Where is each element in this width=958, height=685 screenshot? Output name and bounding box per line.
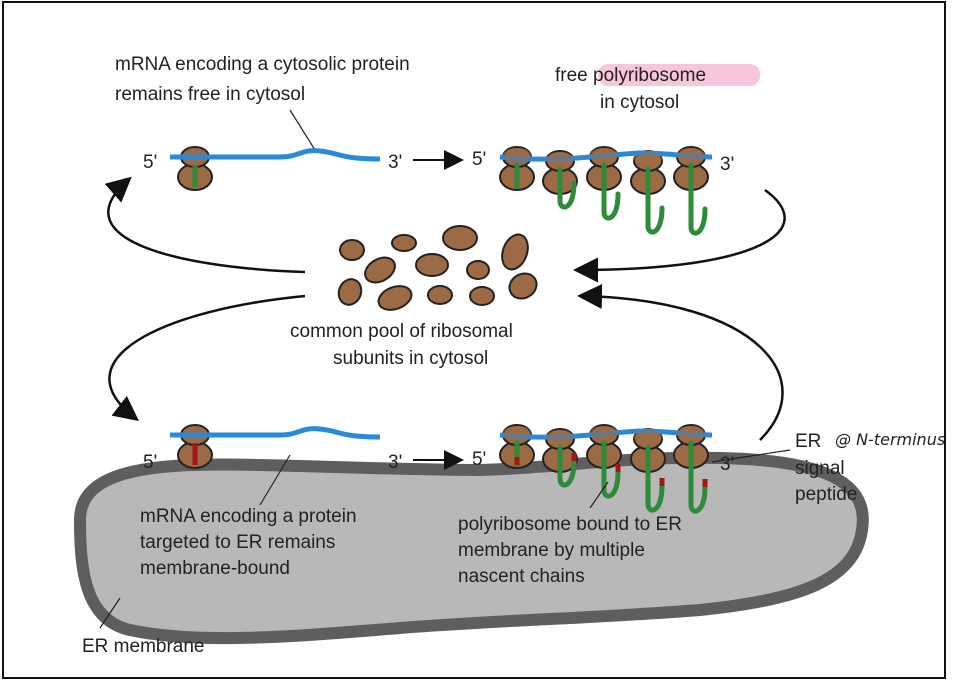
bound-polyribosome-label: polyribosome bound to ER (458, 514, 682, 535)
signal-peptide-label: ER (795, 431, 821, 452)
ribosomal-subunit (377, 285, 413, 311)
ribosome-small-subunit (590, 148, 618, 162)
ribosomal-subunit (508, 272, 538, 300)
bound-polyribosome-label-3: nascent chains (458, 566, 585, 587)
ribosomal-subunit (415, 253, 449, 277)
nascent-chain (688, 440, 708, 514)
ribosome-small-subunit (546, 430, 574, 444)
ribosome-small-subunit (677, 426, 705, 440)
nascent-chain (645, 444, 665, 513)
er-bound-ribosomes (170, 424, 713, 514)
five-prime-label: 5' (143, 452, 157, 473)
three-prime-label: 3' (720, 454, 734, 475)
er-mrna-label: mRNA encoding a protein (140, 506, 357, 527)
er-membrane-label: ER membrane (82, 636, 205, 657)
frame (2, 1, 946, 679)
signal-peptide-label-2: signal (795, 458, 845, 479)
ribosomal-subunit (442, 225, 478, 251)
ribosome-small-subunit (503, 148, 531, 162)
arrow (104, 176, 306, 274)
five-prime-label: 5' (143, 152, 157, 173)
ribosomal-subunit (339, 239, 365, 261)
ribosomal-subunit (501, 233, 529, 271)
nascent-chain (645, 166, 665, 235)
arrow (577, 283, 784, 441)
top-mrna-label: mRNA encoding a cytosolic protein (115, 54, 410, 75)
ribosome-small-subunit (634, 152, 662, 166)
three-prime-label: 3' (388, 452, 402, 473)
nascent-chain (601, 162, 621, 221)
arrow (573, 188, 786, 283)
mrna (170, 148, 381, 162)
ribosome-small-subunit (677, 148, 705, 162)
er-mrna-label-2: targeted to ER remains (140, 532, 335, 553)
ribosomal-subunit (364, 256, 396, 284)
ribosome-small-subunit (546, 152, 574, 166)
ribosome-pool (337, 225, 538, 311)
ribosomal-subunit (337, 278, 363, 306)
five-prime-label: 5' (472, 149, 486, 170)
er-organelle (73, 451, 869, 645)
top-mrna-label-2: remains free in cytosol (115, 84, 305, 105)
arrow (108, 294, 306, 422)
nascent-chain (601, 440, 621, 499)
pool-label-2: subunits in cytosol (333, 348, 488, 369)
handwritten-note: @ N-terminus (835, 430, 945, 449)
nascent-chain (557, 444, 577, 488)
pool-label: common pool of ribosomal (290, 321, 513, 342)
nascent-chain (688, 162, 708, 236)
free-polyribosome-label: free polyribosome (555, 65, 706, 86)
bound-polyribosome-label-2: membrane by multiple (458, 540, 645, 561)
mrna (170, 426, 381, 440)
free-polyribosome-label-2: in cytosol (600, 92, 679, 113)
ribosome-small-subunit (503, 426, 531, 440)
signal-peptide-label-3: peptide (795, 484, 857, 505)
ribosomal-subunit (466, 260, 490, 280)
three-prime-label: 3' (720, 154, 734, 175)
three-prime-label: 3' (388, 152, 402, 173)
er-mrna-label-3: membrane-bound (140, 558, 290, 579)
ribosome-small-subunit (634, 430, 662, 444)
ribosomal-subunit (427, 285, 453, 305)
ribosomal-subunit (391, 234, 417, 252)
nascent-chain (557, 166, 577, 210)
highlight (598, 64, 760, 86)
ribosome-small-subunit (590, 426, 618, 440)
free-ribosomes (170, 146, 713, 236)
five-prime-label: 5' (472, 449, 486, 470)
ribosomal-subunit (469, 286, 495, 306)
